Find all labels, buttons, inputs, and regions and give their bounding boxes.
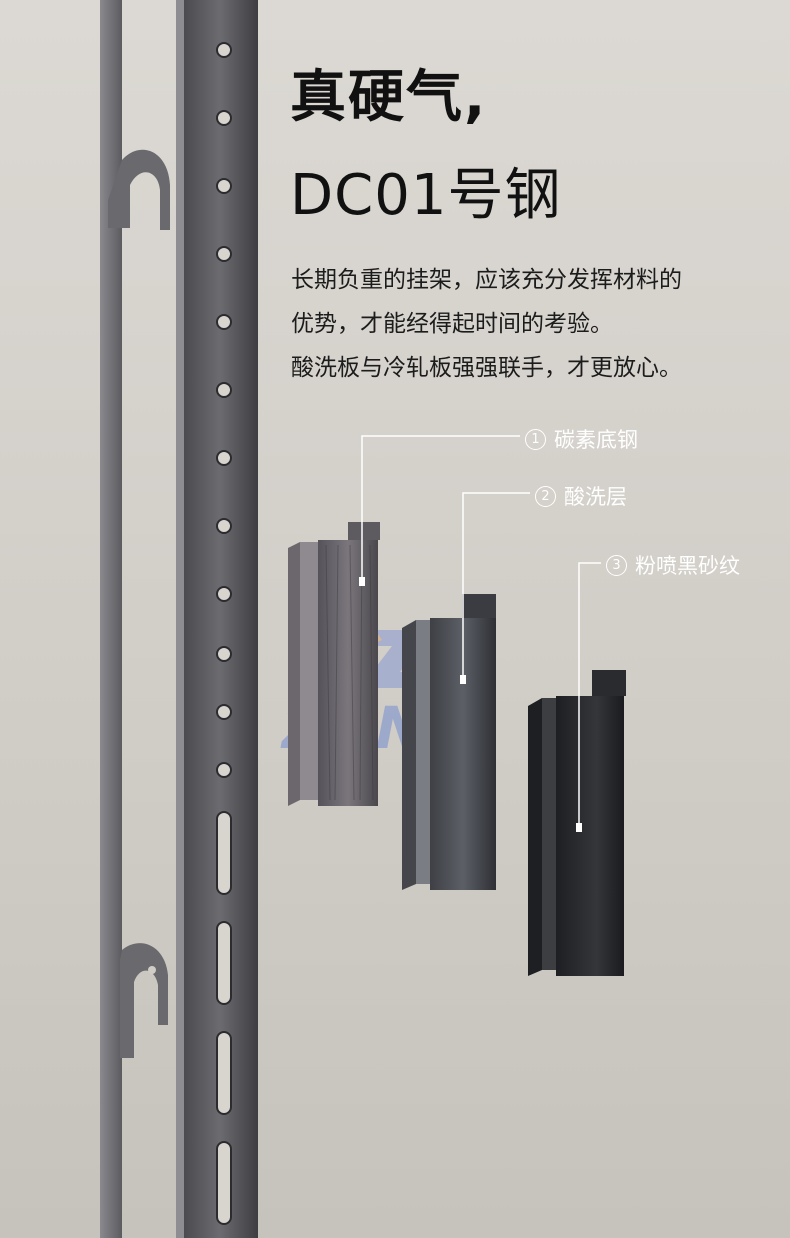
description-line: 酸洗板与冷轧板强强联手，才更放心。 [291,355,682,381]
callout-text: 粉喷黑砂纹 [635,554,740,578]
piece-1-face [318,540,378,806]
piece-1-edge [300,542,320,800]
piece-2-edge [416,620,432,884]
rail-hole [216,704,232,720]
piece-3-flange [528,698,542,976]
numbered-circle-icon: 3 [606,554,627,576]
rail-slot [216,1141,232,1225]
layer-piece-3 [528,670,626,976]
rail-side-flange [100,0,122,1238]
numbered-circle-icon: 2 [535,485,556,507]
description-line: 优势，才能经得起时间的考验。 [291,311,613,337]
callout-label-2: 2 酸洗层 [535,481,627,511]
upright-rail [100,0,258,1238]
piece-2-top-lip [462,594,496,618]
rail-hole [216,246,232,262]
hook-hole [148,966,156,974]
rail-hole [216,762,232,778]
rail-hole [216,110,232,126]
rail-slot [216,811,232,895]
rail-hole [216,314,232,330]
callout-marker-3 [576,823,582,832]
rail-front-face [182,0,258,1238]
callout-line-1 [361,435,520,582]
rail-hole [216,646,232,662]
piece-1-top-lip [348,522,380,540]
callout-label-1: 1 碳素底钢 [525,424,638,454]
callout-marker-1 [359,577,365,586]
rail-hole [216,42,232,58]
callout-line-2 [462,492,530,680]
headline-line-1: 真硬气, [290,65,488,130]
callout-text: 酸洗层 [564,485,627,509]
description-block: 长期负重的挂架，应该充分发挥材料的 优势，才能经得起时间的考验。 酸洗板与冷轧板… [291,258,771,390]
rail-hole [216,178,232,194]
rail-edge [176,0,184,1238]
rail-slot [216,921,232,1005]
description-line: 长期负重的挂架，应该充分发挥材料的 [291,267,682,293]
callout-marker-2 [460,675,466,684]
rail-slot [216,1031,232,1115]
piece-2-flange [402,620,416,890]
rail-hole [216,450,232,466]
layer-piece-1 [288,522,380,806]
bottom-hook [120,943,168,1058]
piece-3-edge [542,698,558,970]
callout-text: 碳素底钢 [554,428,638,452]
headline-line-2: DC01号钢 [290,163,562,228]
callout-line-3 [578,562,601,828]
piece-3-top-lip [592,670,626,696]
top-hook [108,149,170,230]
piece-1-flange [288,542,300,806]
layer-piece-2 [402,594,496,890]
piece-3-face [556,696,624,976]
numbered-circle-icon: 1 [525,428,546,450]
callout-label-3: 3 粉喷黑砂纹 [606,550,740,580]
rail-hole [216,586,232,602]
rail-hole [216,518,232,534]
rail-hole [216,382,232,398]
